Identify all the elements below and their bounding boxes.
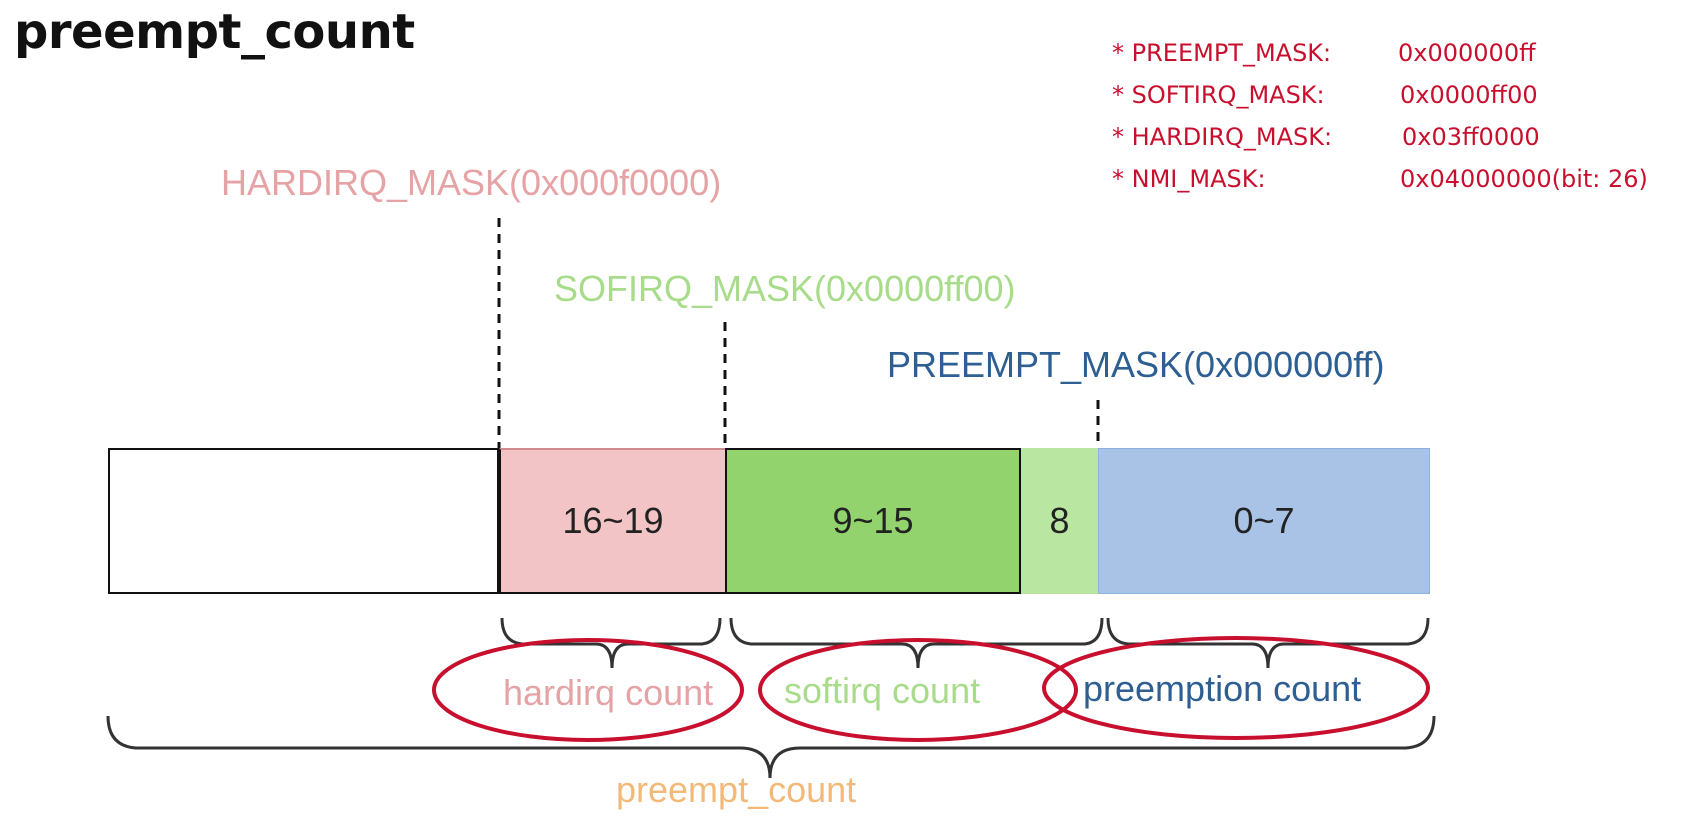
softirq-bit8-segment: 8 [1021,448,1098,594]
note-key: * NMI_MASK: [1112,165,1266,193]
hardirq-bits-label: 16~19 [562,500,664,541]
softirq-bits-segment: 9~15 [725,448,1021,594]
hardirq-mask-label: HARDIRQ_MASK(0x000f0000) [221,162,722,203]
hardirq-brace [500,617,722,669]
note-value: 0x03ff0000 [1402,123,1540,151]
note-value: 0x0000ff00 [1400,81,1538,109]
note-key: * HARDIRQ_MASK: [1112,123,1333,151]
preempt-count-brace [106,715,1436,779]
hardirq-count-ellipse [432,638,744,742]
softirq-mask-label: SOFIRQ_MASK(0x0000ff00) [554,268,1016,309]
preempt-bits-segment: 0~7 [1098,448,1430,594]
page-title: preempt_count [14,4,415,60]
preemption-brace [1106,617,1430,669]
preemption-count-ellipse [1042,636,1430,740]
hardirq-bits-segment: 16~19 [499,448,725,594]
preempt-mask-label: PREEMPT_MASK(0x000000ff) [887,344,1385,385]
softirq-count-label: softirq count [784,670,981,711]
note-value: 0x04000000(bit: 26) [1400,165,1648,193]
note-value: 0x000000ff [1398,39,1536,67]
preemption-count-label: preemption count [1083,668,1362,709]
softirq-bits-label: 9~15 [832,500,914,541]
note-key: * PREEMPT_MASK: [1112,39,1332,67]
hardirq-count-label: hardirq count [503,672,714,713]
softirq-bit8-label: 8 [1049,500,1070,541]
unused-bits-segment [108,448,499,594]
softirq-count-ellipse [758,638,1078,742]
note-key: * SOFTIRQ_MASK: [1112,81,1325,109]
preempt-bits-label: 0~7 [1233,500,1295,541]
preempt-count-label: preempt_count [616,769,857,810]
softirq-brace [729,617,1104,669]
